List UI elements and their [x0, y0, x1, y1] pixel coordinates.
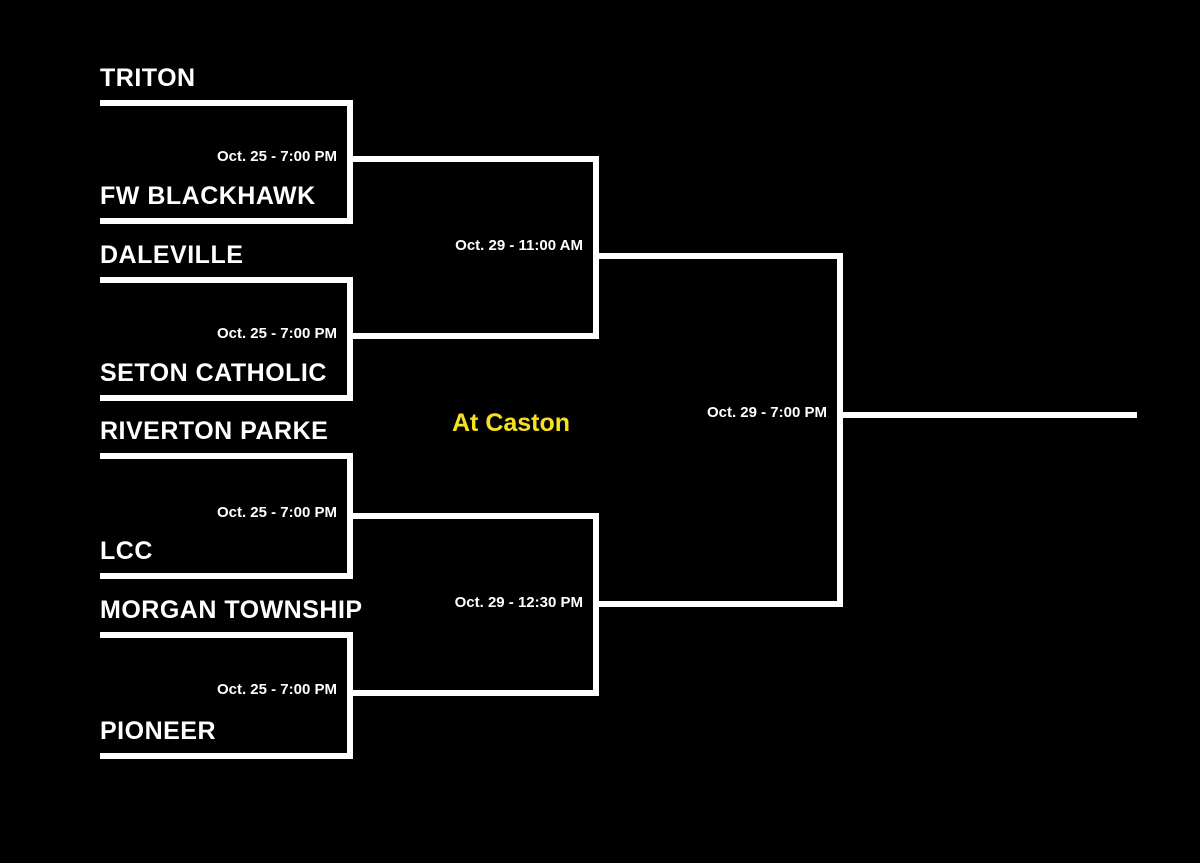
- team-slot-line-top: [100, 100, 353, 106]
- team-label-top: RIVERTON PARKE: [100, 417, 329, 445]
- team-slot-line-top: [100, 277, 353, 283]
- matchup-connector: [347, 632, 353, 759]
- team-label-bottom: FW BLACKHAWK: [100, 182, 316, 210]
- team-slot-line-bottom: [100, 753, 353, 759]
- team-slot-line-bottom: [100, 395, 353, 401]
- championship-slot-line-bottom: [599, 601, 843, 607]
- matchup-connector: [347, 277, 353, 401]
- team-label-bottom: LCC: [100, 537, 153, 565]
- team-label-bottom: SETON CATHOLIC: [100, 359, 327, 387]
- team-slot-line-top: [100, 632, 353, 638]
- game-time-label: Oct. 25 - 7:00 PM: [216, 325, 337, 342]
- game-time-label: Oct. 29 - 7:00 PM: [706, 404, 827, 421]
- team-label-top: TRITON: [100, 64, 196, 92]
- game-time-label: Oct. 25 - 7:00 PM: [216, 504, 337, 521]
- matchup-connector: [347, 100, 353, 224]
- semifinal-slot-line-bottom: [353, 690, 599, 696]
- semifinal-slot-line-top: [353, 156, 599, 162]
- team-label-top: DALEVILLE: [100, 241, 244, 269]
- championship-slot-line-top: [599, 253, 843, 259]
- team-slot-line-bottom: [100, 218, 353, 224]
- team-slot-line-top: [100, 453, 353, 459]
- semifinal-connector: [593, 156, 599, 339]
- team-label-bottom: PIONEER: [100, 717, 217, 745]
- semifinal-slot-line-top: [353, 513, 599, 519]
- team-label-top: MORGAN TOWNSHIP: [100, 596, 363, 624]
- champion-output-line: [837, 412, 1137, 418]
- game-time-label: Oct. 29 - 11:00 AM: [455, 237, 583, 254]
- team-slot-line-bottom: [100, 573, 353, 579]
- matchup-connector: [347, 453, 353, 579]
- game-time-label: Oct. 29 - 12:30 PM: [454, 594, 583, 611]
- game-time-label: Oct. 25 - 7:00 PM: [216, 681, 337, 698]
- game-time-label: Oct. 25 - 7:00 PM: [216, 148, 337, 165]
- venue-label: At Caston: [452, 409, 571, 437]
- championship-connector: [837, 253, 843, 607]
- semifinal-connector: [593, 513, 599, 696]
- semifinal-slot-line-bottom: [353, 333, 599, 339]
